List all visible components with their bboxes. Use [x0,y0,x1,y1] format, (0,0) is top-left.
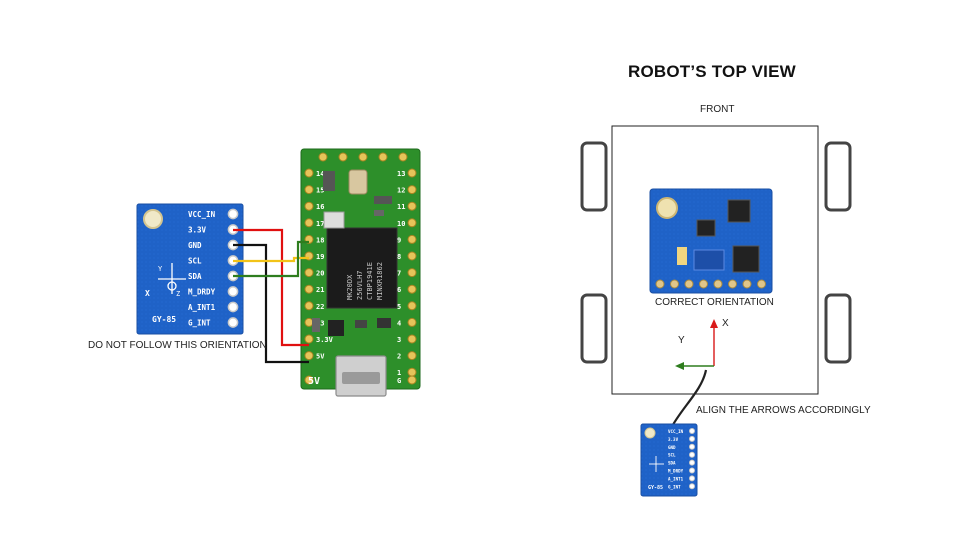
teensy-left-pin [304,268,314,278]
gy85-pin-label: SDA [188,272,202,281]
teensy-left-pin-label: 18 [316,236,324,244]
teensy-g-pin [407,375,417,385]
chip-marking: CTBP1941E [366,262,374,300]
axis-x-label: X [145,289,150,298]
teensy-left-pin [304,334,314,344]
teensy-left-pin-label: 15 [316,187,324,195]
align-arrows-label: ALIGN THE ARROWS ACCORDINGLY [696,405,871,416]
teensy-right-pin-label: 6 [397,286,401,294]
teensy-right-pin [407,201,417,211]
gy85-pin-label: GND [188,241,202,250]
teensy-right-pin-label: 12 [397,187,405,195]
teensy-left-pin [304,284,314,294]
teensy-left-pin [304,351,314,361]
teensy-top-pin [358,152,368,162]
axis-y-arrow-label: Y [678,335,685,346]
teensy-right-pin [407,334,417,344]
teensy-right-pin [407,185,417,195]
gy85-pin-label: G_INT [188,319,211,328]
teensy-right-pin-label: 4 [397,319,401,327]
gy85-pin-hole [227,286,239,297]
teensy-left-pin [304,168,314,178]
teensy-right-pin-label: 7 [397,270,401,278]
teensy-left-pin [304,301,314,311]
teensy-right-pin-label: 10 [397,220,405,228]
teensy-left-pin [304,317,314,327]
teensy-right-pin [407,234,417,244]
axis-x-arrow-label: X [722,318,729,329]
teensy-right-pin-label: 8 [397,253,401,261]
teensy-top-pin [338,152,348,162]
wires [233,228,309,364]
teensy-5v-pin [304,375,314,385]
wire-scl [233,256,309,263]
teensy-top-pin [398,152,408,162]
teensy-right-pin [407,351,417,361]
teensy-right-pin [407,317,417,327]
teensy-right-pin-label: 13 [397,170,405,178]
teensy-left-pin-label: 17 [316,220,324,228]
gy85-pin-label: SCL [188,257,202,266]
teensy-left-pin-label: 19 [316,253,324,261]
teensy-left-pin-label: 20 [316,270,324,278]
axis-z-label: Z [176,290,180,298]
teensy-left-pin-label: 5V [316,353,325,361]
front-label: FRONT [700,104,735,115]
chip-marking: MK20DX [346,274,354,300]
teensy-right-pin-label: 3 [397,336,401,344]
teensy-right-pin [407,251,417,261]
teensy-right-pin [407,367,417,377]
teensy-left-pin-label: 14 [316,170,324,178]
teensy-left-pin [304,218,314,228]
teensy-left-pin [304,201,314,211]
teensy-right-pin [407,218,417,228]
board-name-label: GY-85 [152,315,176,324]
gy85-pin-label: VCC_IN [188,210,216,219]
teensy-right-pin-label: 1 [397,369,401,377]
teensy-top-pin [318,152,328,162]
gy85-pin-hole [227,301,239,313]
gy85-pin-hole [227,208,239,220]
teensy-right-pin-label: 9 [397,236,401,244]
gy85-pin-hole [227,317,239,328]
teensy-left-pin-label: 23 [316,319,324,327]
chip-marking: 256VLH7 [356,270,364,300]
teensy-right-pin [407,301,417,311]
gy85-pin-label: 3.3V [188,226,207,235]
teensy-right-pin [407,268,417,278]
teensy-left-pin-label: 3.3V [316,336,334,344]
teensy-left-pin-label: 16 [316,203,324,211]
teensy-right-pin-label: 5 [397,303,401,311]
axis-symbol [158,263,186,294]
chip-marking: MINXR1862 [376,262,384,300]
teensy-top-pin [378,152,388,162]
teensy-right-pin [407,284,417,294]
gy85-pin-label: M_DRDY [188,288,216,297]
teensy-right-pin-label: 11 [397,203,405,211]
gy85-pin-label: A_INT1 [188,303,216,312]
wire-3v3 [233,228,309,347]
teensy-left-pin [304,185,314,195]
teensy-board: 141516171819202122233.3V5V13121110987654… [300,148,421,397]
teensy-g-label: G [397,377,401,385]
teensy-left-pin-label: 21 [316,286,324,294]
page-title: ROBOT’S TOP VIEW [628,62,796,81]
wire-gnd [233,243,309,364]
teensy-right-pin [407,168,417,178]
wire-sda [233,240,309,278]
axis-y-label: Y [158,265,163,273]
teensy-5v-label: 5V [308,376,320,387]
do-not-follow-label: DO NOT FOLLOW THIS ORIENTATION [88,340,267,351]
teensy-left-pin-label: 22 [316,303,324,311]
correct-orientation-label: CORRECT ORIENTATION [655,297,774,308]
teensy-right-pin-label: 2 [397,353,401,361]
